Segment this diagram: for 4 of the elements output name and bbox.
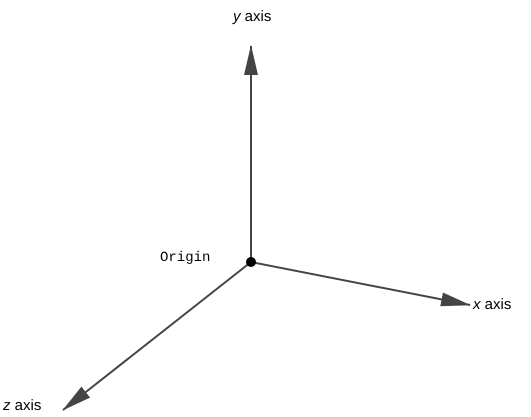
axis-label: z axis bbox=[3, 397, 42, 415]
origin-label: Origin bbox=[160, 249, 210, 267]
axis-label: y axis bbox=[233, 8, 272, 26]
axis-label: x axis bbox=[473, 296, 512, 314]
